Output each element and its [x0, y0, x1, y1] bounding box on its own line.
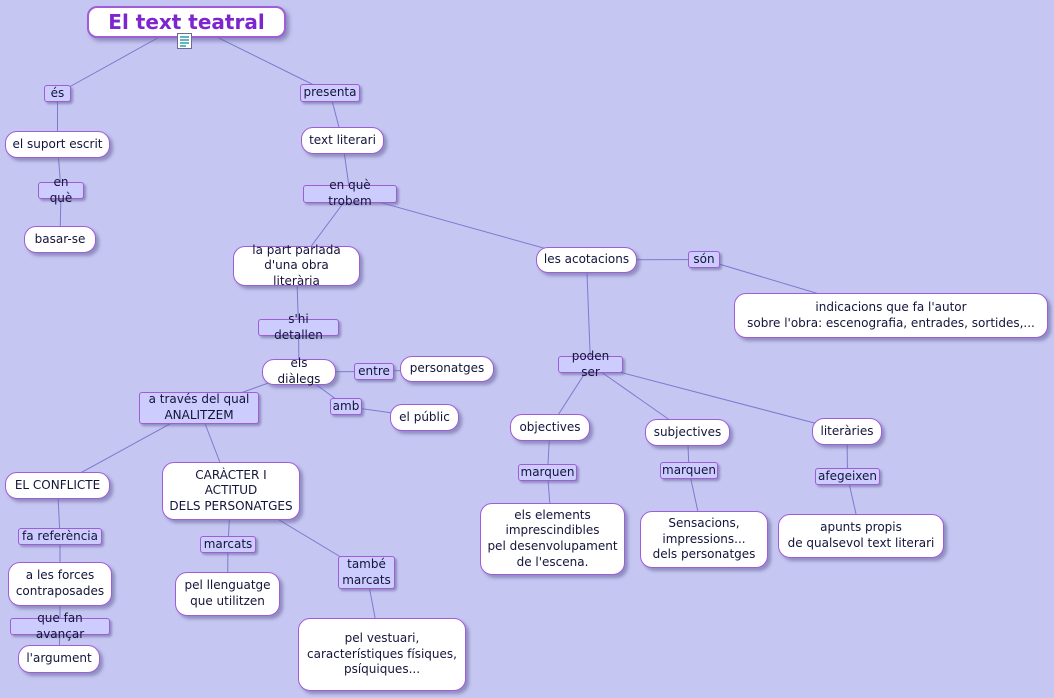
node-dialegs[interactable]: els diàlegs: [262, 356, 336, 386]
node-forces[interactable]: a les forces contraposades: [8, 562, 112, 606]
node-en-que[interactable]: en què: [38, 175, 84, 205]
node-llenguatge[interactable]: pel llenguatge que utilitzen: [175, 572, 280, 616]
node-amb[interactable]: amb: [330, 398, 362, 415]
node-vestuari[interactable]: pel vestuari, característiques físiques,…: [298, 618, 466, 691]
node-subjectives[interactable]: subjectives: [645, 419, 730, 446]
node-es[interactable]: és: [44, 85, 71, 102]
node-presenta[interactable]: presenta: [300, 84, 360, 102]
node-title[interactable]: El text teatral: [87, 6, 286, 38]
node-personatges[interactable]: personatges: [400, 356, 494, 382]
node-afegeixen[interactable]: afegeixen: [815, 468, 880, 485]
node-conflicte[interactable]: EL CONFLICTE: [5, 472, 110, 499]
node-suport[interactable]: el suport escrit: [5, 131, 110, 158]
node-son[interactable]: són: [688, 251, 720, 268]
node-a-traves[interactable]: a través del qual ANALITZEM: [139, 392, 259, 424]
connector-acotacions-poden-ser: [586, 259, 591, 365]
node-argument[interactable]: l'argument: [18, 645, 100, 673]
node-caracter[interactable]: CARÀCTER I ACTITUD DELS PERSONATGES: [162, 462, 300, 520]
node-part-parlada[interactable]: la part parlada d'una obra literària: [233, 243, 360, 288]
node-literaries[interactable]: literàries: [812, 418, 882, 445]
node-shi-detallen[interactable]: s'hi detallen: [258, 312, 339, 342]
connector-poden-ser-literaries: [590, 364, 848, 432]
node-marcats[interactable]: marcats: [200, 536, 256, 553]
node-poden-ser[interactable]: poden ser: [558, 349, 623, 379]
document-icon[interactable]: [176, 33, 192, 49]
node-text-literari[interactable]: text literari: [301, 127, 384, 154]
node-marquen-obj[interactable]: marquen: [518, 464, 577, 481]
document-icon-glyph: [176, 33, 192, 49]
node-que-fan-avancar[interactable]: que fan avançar: [10, 611, 110, 641]
node-tambe-marcats[interactable]: també marcats: [338, 556, 395, 589]
node-fa-referencia[interactable]: fa referència: [18, 528, 102, 545]
node-en-que-trobem[interactable]: en què trobem: [303, 178, 397, 208]
node-entre[interactable]: entre: [354, 363, 394, 380]
node-objectives[interactable]: objectives: [510, 414, 590, 441]
node-marquen-subj[interactable]: marquen: [660, 462, 718, 479]
node-public[interactable]: el públic: [390, 404, 459, 431]
node-apunts[interactable]: apunts propis de qualsevol text literari: [778, 514, 944, 558]
node-indicacions[interactable]: indicacions que fa l'autor sobre l'obra:…: [734, 293, 1048, 338]
node-basar-se[interactable]: basar-se: [24, 226, 96, 253]
node-elements[interactable]: els elements imprescindibles pel desenvo…: [480, 503, 625, 575]
node-acotacions[interactable]: les acotacions: [536, 247, 637, 273]
node-sensacions[interactable]: Sensacions, impressions... dels personat…: [640, 511, 768, 568]
